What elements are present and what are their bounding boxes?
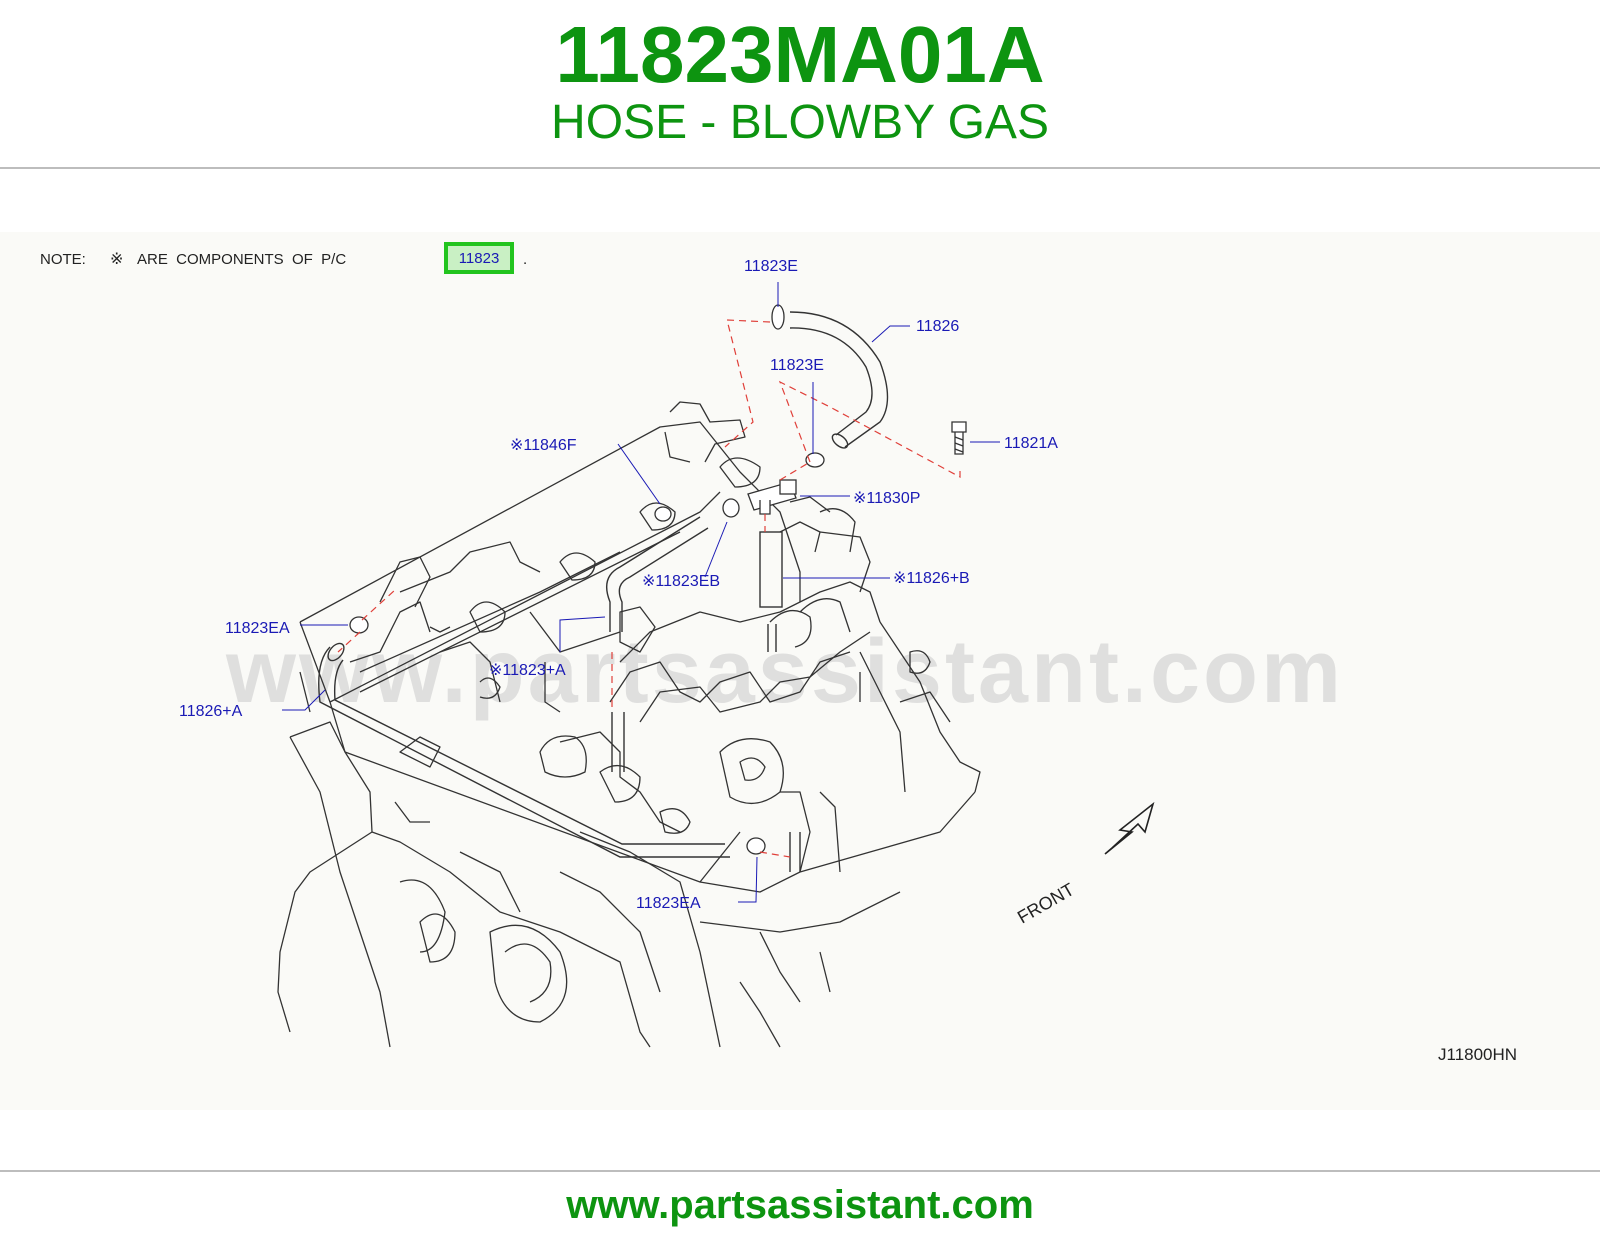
callout-labels: 11823E 11826 11823E 11821A ※11846F ※1183… (179, 258, 1058, 912)
parts-diagram: www.partsassistant.com NOTE: ※ ARE COMPO… (40, 242, 1517, 1064)
watermark-text: www.partsassistant.com (225, 622, 1344, 722)
clamp-icon (654, 506, 672, 522)
clamp-icon (805, 452, 825, 468)
note-prefix: NOTE: (40, 251, 86, 268)
callout-11826-plus-a[interactable]: 11826+A (179, 703, 243, 720)
clamp-icon (722, 498, 740, 518)
footer-divider (0, 1170, 1600, 1172)
connector-icon (759, 500, 771, 515)
note-line: NOTE: ※ ARE COMPONENTS OF P/C 11823 . (40, 242, 527, 274)
diagram-panel: www.partsassistant.com NOTE: ※ ARE COMPO… (0, 232, 1600, 1110)
pc-code-highlight[interactable] (444, 242, 514, 274)
callout-11823ea-bottom[interactable]: 11823EA (636, 895, 701, 912)
front-arrow-icon (1104, 801, 1155, 855)
footer-website-link[interactable]: www.partsassistant.com (566, 1183, 1034, 1227)
callout-11826[interactable]: 11826 (916, 318, 959, 335)
part-name-subtitle: HOSE - BLOWBY GAS (551, 96, 1049, 149)
clamp-icon (349, 616, 369, 634)
callout-leaders (282, 282, 1000, 903)
callout-11823e-top[interactable]: 11823E (744, 258, 798, 275)
clamp-icon (771, 304, 785, 330)
pc-code-link[interactable]: 11823 (459, 250, 500, 267)
assembly-guide-lines (337, 319, 961, 858)
component-symbol-icon: ※ (110, 251, 123, 268)
note-text: ARE COMPONENTS OF P/C (137, 251, 346, 268)
page-header: 11823MA01A HOSE - BLOWBY GAS (0, 0, 1600, 170)
callout-11823e-mid[interactable]: 11823E (770, 357, 824, 374)
small-parts (349, 304, 967, 855)
front-direction-indicator: FRONT (1014, 801, 1155, 927)
header-divider (0, 167, 1600, 169)
connector-icon (779, 479, 797, 495)
callout-11830p[interactable]: ※11830P (853, 490, 920, 507)
hose-parts (318, 311, 889, 872)
drawing-code: J11800HN (1438, 1045, 1517, 1064)
engine-drawing (277, 401, 981, 1048)
front-label: FRONT (1014, 879, 1078, 927)
callout-11823eb[interactable]: ※11823EB (642, 573, 720, 590)
callout-11823ea-left[interactable]: 11823EA (225, 620, 290, 637)
clamp-icon (746, 837, 766, 855)
callout-11821a[interactable]: 11821A (1004, 435, 1058, 452)
callout-11846f[interactable]: ※11846F (510, 437, 577, 454)
part-number-title: 11823MA01A (555, 10, 1045, 99)
callout-11823-plus-a[interactable]: ※11823+A (489, 662, 566, 679)
bolt-thread-icon (954, 436, 964, 453)
callout-11826-plus-b[interactable]: ※11826+B (893, 570, 970, 587)
note-suffix: . (523, 251, 527, 268)
